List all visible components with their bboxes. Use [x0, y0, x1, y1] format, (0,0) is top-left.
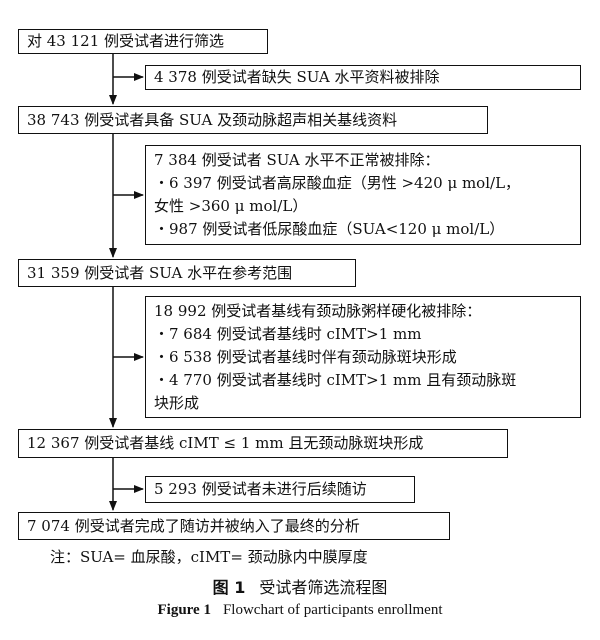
step2-box: 38 743 例受试者具备 SUA 及颈动脉超声相关基线资料 — [18, 106, 488, 134]
exclusion4-box: 5 293 例受试者未进行后续随访 — [145, 476, 415, 503]
exclusion1-text: 4 378 例受试者缺失 SUA 水平资料被排除 — [154, 68, 440, 86]
exclusion3-item: ・6 538 例受试者基线时伴有颈动脉斑块形成 — [154, 348, 457, 366]
exclusion2-heading: 7 384 例受试者 SUA 水平不正常被排除： — [154, 151, 440, 169]
step3-text: 31 359 例受试者 SUA 水平在参考范围 — [27, 264, 293, 282]
exclusion1-box: 4 378 例受试者缺失 SUA 水平资料被排除 — [145, 65, 581, 90]
step1-text: 对 43 121 例受试者进行筛选 — [27, 32, 225, 50]
abbreviation-note: 注：SUA= 血尿酸，cIMT= 颈动脉内中膜厚度 — [50, 548, 368, 566]
exclusion2-item-cont: 女性 >360 μ mol/L） — [154, 197, 308, 215]
step5-box: 7 074 例受试者完成了随访并被纳入了最终的分析 — [18, 512, 450, 540]
exclusion2-box: 7 384 例受试者 SUA 水平不正常被排除： ・6 397 例受试者高尿酸血… — [145, 145, 581, 245]
figure-title-cn: 受试者筛选流程图 — [259, 578, 388, 597]
figure-caption-en: Figure 1 Flowchart of participants enroll… — [0, 602, 600, 619]
step4-text: 12 367 例受试者基线 cIMT ≤ 1 mm 且无颈动脉斑块形成 — [27, 434, 424, 452]
exclusion3-heading: 18 992 例受试者基线有颈动脉粥样硬化被排除： — [154, 302, 482, 320]
figure-label-en: Figure 1 — [157, 602, 211, 618]
figure-caption-cn: 图 1 受试者筛选流程图 — [0, 574, 600, 598]
step4-box: 12 367 例受试者基线 cIMT ≤ 1 mm 且无颈动脉斑块形成 — [18, 429, 508, 458]
exclusion3-box: 18 992 例受试者基线有颈动脉粥样硬化被排除： ・7 684 例受试者基线时… — [145, 296, 581, 418]
exclusion4-text: 5 293 例受试者未进行后续随访 — [154, 480, 367, 498]
step2-text: 38 743 例受试者具备 SUA 及颈动脉超声相关基线资料 — [27, 111, 398, 129]
exclusion3-item: ・4 770 例受试者基线时 cIMT>1 mm 且有颈动脉斑 — [154, 371, 517, 389]
figure-title-en: Flowchart of participants enrollment — [222, 602, 443, 618]
figure-label-cn: 图 1 — [212, 578, 246, 597]
step5-text: 7 074 例受试者完成了随访并被纳入了最终的分析 — [27, 517, 360, 535]
exclusion2-item: ・6 397 例受试者高尿酸血症（男性 >420 μ mol/L， — [154, 174, 521, 192]
exclusion2-item: ・987 例受试者低尿酸血症（SUA<120 μ mol/L） — [154, 220, 505, 238]
step1-box: 对 43 121 例受试者进行筛选 — [18, 29, 268, 54]
exclusion3-item-cont: 块形成 — [154, 394, 200, 412]
exclusion3-item: ・7 684 例受试者基线时 cIMT>1 mm — [154, 325, 422, 343]
step3-box: 31 359 例受试者 SUA 水平在参考范围 — [18, 259, 356, 287]
